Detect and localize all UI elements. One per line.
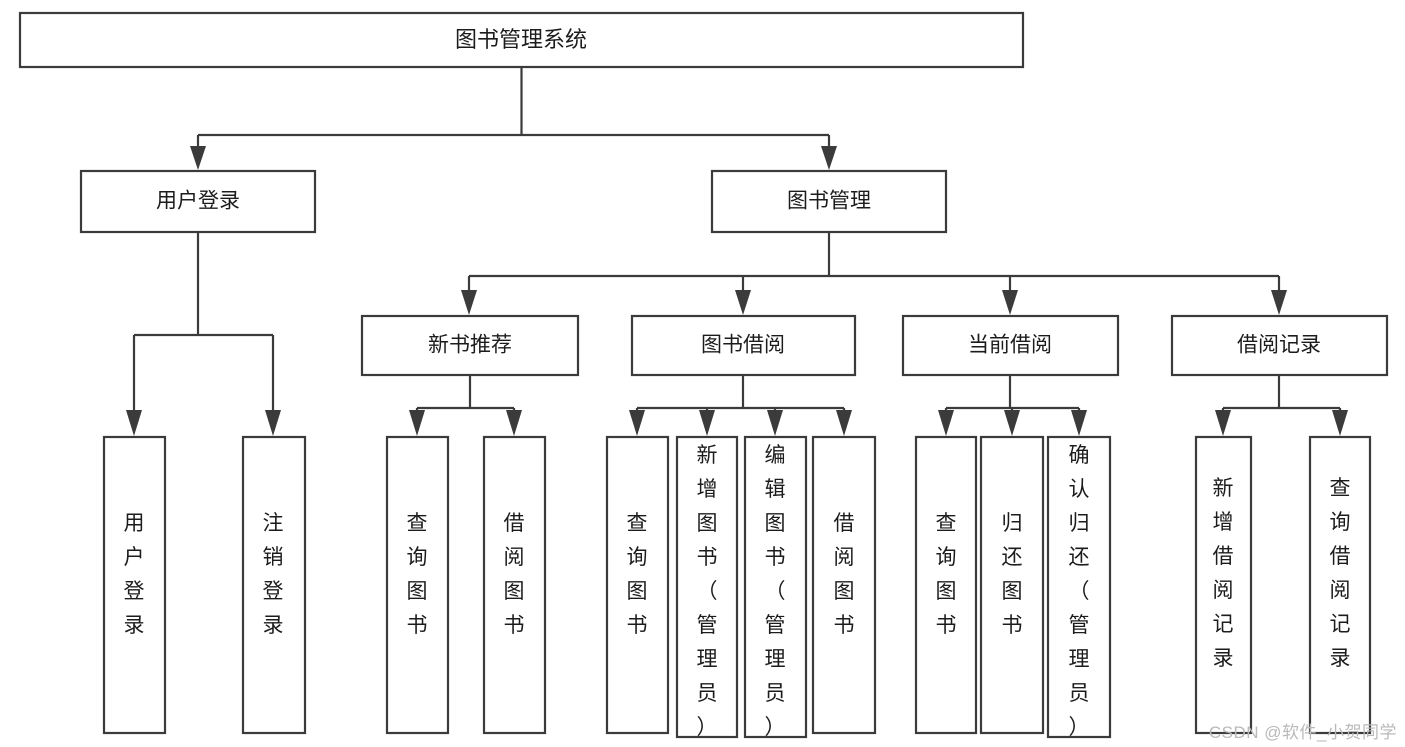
node-book-borrow-label: 图书借阅 (701, 334, 785, 357)
arrow-to-leaf-query-record (1332, 410, 1348, 436)
leaf-query-borrow-record-label: 查询借阅记录 (1330, 477, 1351, 670)
leaf-borrow-book-newbook-label: 借阅图书 (504, 512, 525, 637)
leaf-add-borrow-record[interactable]: 新增借阅记录 (1194, 435, 1253, 735)
leaf-confirm-return-admin-box (1046, 435, 1112, 739)
leaf-query-book-borrow[interactable]: 查询图书 (605, 435, 670, 735)
arrow-to-leaf-confirm-return (1071, 410, 1087, 436)
node-borrow-record[interactable]: 借阅记录 (1170, 314, 1389, 377)
leaf-user-login[interactable]: 用户登录 (102, 435, 167, 735)
leaf-edit-book-admin[interactable]: 编辑图书（管理员） (743, 435, 808, 739)
connector-layer (126, 67, 1348, 436)
arrow-to-leaf-borrow-book-2 (836, 410, 852, 436)
node-current-borrow-box (901, 314, 1120, 377)
arrow-to-book-manage (821, 146, 837, 170)
node-user-login-box (79, 169, 317, 234)
node-borrow-record-box (1170, 314, 1389, 377)
arrow-to-leaf-query-book-3 (938, 410, 954, 436)
arrow-to-leaf-query-book-2 (629, 410, 645, 436)
leaf-add-book-admin[interactable]: 新增图书（管理员） (675, 435, 739, 739)
leaf-add-borrow-record-label: 新增借阅记录 (1213, 477, 1234, 670)
arrow-to-borrow-record (1271, 290, 1287, 315)
leaf-query-book-borrow-label: 查询图书 (627, 512, 648, 637)
arrow-to-leaf-return-book (1004, 410, 1020, 436)
arrow-to-leaf-add-book (699, 410, 715, 436)
leaf-query-book-newbook-box (385, 435, 450, 735)
node-root-system-label: 图书管理系统 (455, 27, 587, 52)
leaf-query-borrow-record-box (1308, 435, 1372, 735)
leaf-edit-book-admin-box (743, 435, 808, 739)
leaf-query-book-newbook-label: 查询图书 (407, 512, 428, 637)
node-book-borrow-box (630, 314, 857, 377)
node-current-borrow-label: 当前借阅 (968, 334, 1052, 357)
leaf-query-book-current-box (914, 435, 978, 735)
leaf-node-layer: 用户登录 注销登录 查询图书 借阅图书 查询图书 新增图书（管理员） (102, 435, 1372, 739)
leaf-logout-box (241, 435, 307, 735)
leaf-query-book-current[interactable]: 查询图书 (914, 435, 978, 735)
arrow-to-leaf-logout (265, 410, 281, 436)
node-book-manage-box (710, 169, 948, 234)
leaf-query-book-borrow-box (605, 435, 670, 735)
leaf-edit-book-admin-label: 编辑图书（管理员） (765, 444, 786, 739)
leaf-user-login-label: 用户登录 (124, 512, 145, 637)
arrow-to-leaf-borrow-book-1 (506, 410, 522, 436)
arrow-to-leaf-user-login (126, 410, 142, 436)
arrow-to-user-login (190, 146, 206, 170)
node-borrow-record-label: 借阅记录 (1237, 334, 1321, 357)
node-book-manage-label: 图书管理 (787, 190, 871, 213)
leaf-return-book-box (979, 435, 1045, 735)
node-user-login-label: 用户登录 (156, 190, 240, 213)
arrow-to-current-borrow (1002, 290, 1018, 315)
node-new-book-recommend-box (360, 314, 580, 377)
leaf-logout-label: 注销登录 (263, 512, 284, 637)
leaf-add-book-admin-box (675, 435, 739, 739)
leaf-confirm-return-admin[interactable]: 确认归还（管理员） (1046, 435, 1112, 739)
node-new-book-recommend[interactable]: 新书推荐 (360, 314, 580, 377)
node-user-login[interactable]: 用户登录 (79, 169, 317, 234)
leaf-query-book-current-label: 查询图书 (936, 512, 957, 637)
leaf-query-borrow-record[interactable]: 查询借阅记录 (1308, 435, 1372, 735)
leaf-borrow-book-newbook-box (482, 435, 547, 735)
leaf-borrow-book-newbook[interactable]: 借阅图书 (482, 435, 547, 735)
leaf-user-login-box (102, 435, 167, 735)
arrow-to-new-book-recommend (461, 290, 477, 315)
leaf-borrow-book-borrow-box (811, 435, 877, 735)
leaf-add-book-admin-label: 新增图书（管理员） (697, 444, 718, 739)
arrow-to-book-borrow (735, 290, 751, 315)
node-root-system[interactable]: 图书管理系统 (18, 11, 1025, 69)
node-book-manage[interactable]: 图书管理 (710, 169, 948, 234)
leaf-query-book-newbook[interactable]: 查询图书 (385, 435, 450, 735)
node-root-system-box (18, 11, 1025, 69)
leaf-return-book-label: 归还图书 (1002, 512, 1023, 637)
arrow-to-leaf-add-record (1215, 410, 1231, 436)
leaf-borrow-book-borrow-label: 借阅图书 (834, 512, 855, 637)
leaf-add-borrow-record-box (1194, 435, 1253, 735)
leaf-borrow-book-borrow[interactable]: 借阅图书 (811, 435, 877, 735)
leaf-confirm-return-admin-label: 确认归还（管理员） (1069, 444, 1090, 739)
arrow-to-leaf-edit-book (767, 410, 783, 436)
node-book-borrow[interactable]: 图书借阅 (630, 314, 857, 377)
node-current-borrow[interactable]: 当前借阅 (901, 314, 1120, 377)
arrow-to-leaf-query-book-1 (409, 410, 425, 436)
leaf-logout[interactable]: 注销登录 (241, 435, 307, 735)
node-new-book-recommend-label: 新书推荐 (428, 334, 512, 357)
leaf-return-book[interactable]: 归还图书 (979, 435, 1045, 735)
